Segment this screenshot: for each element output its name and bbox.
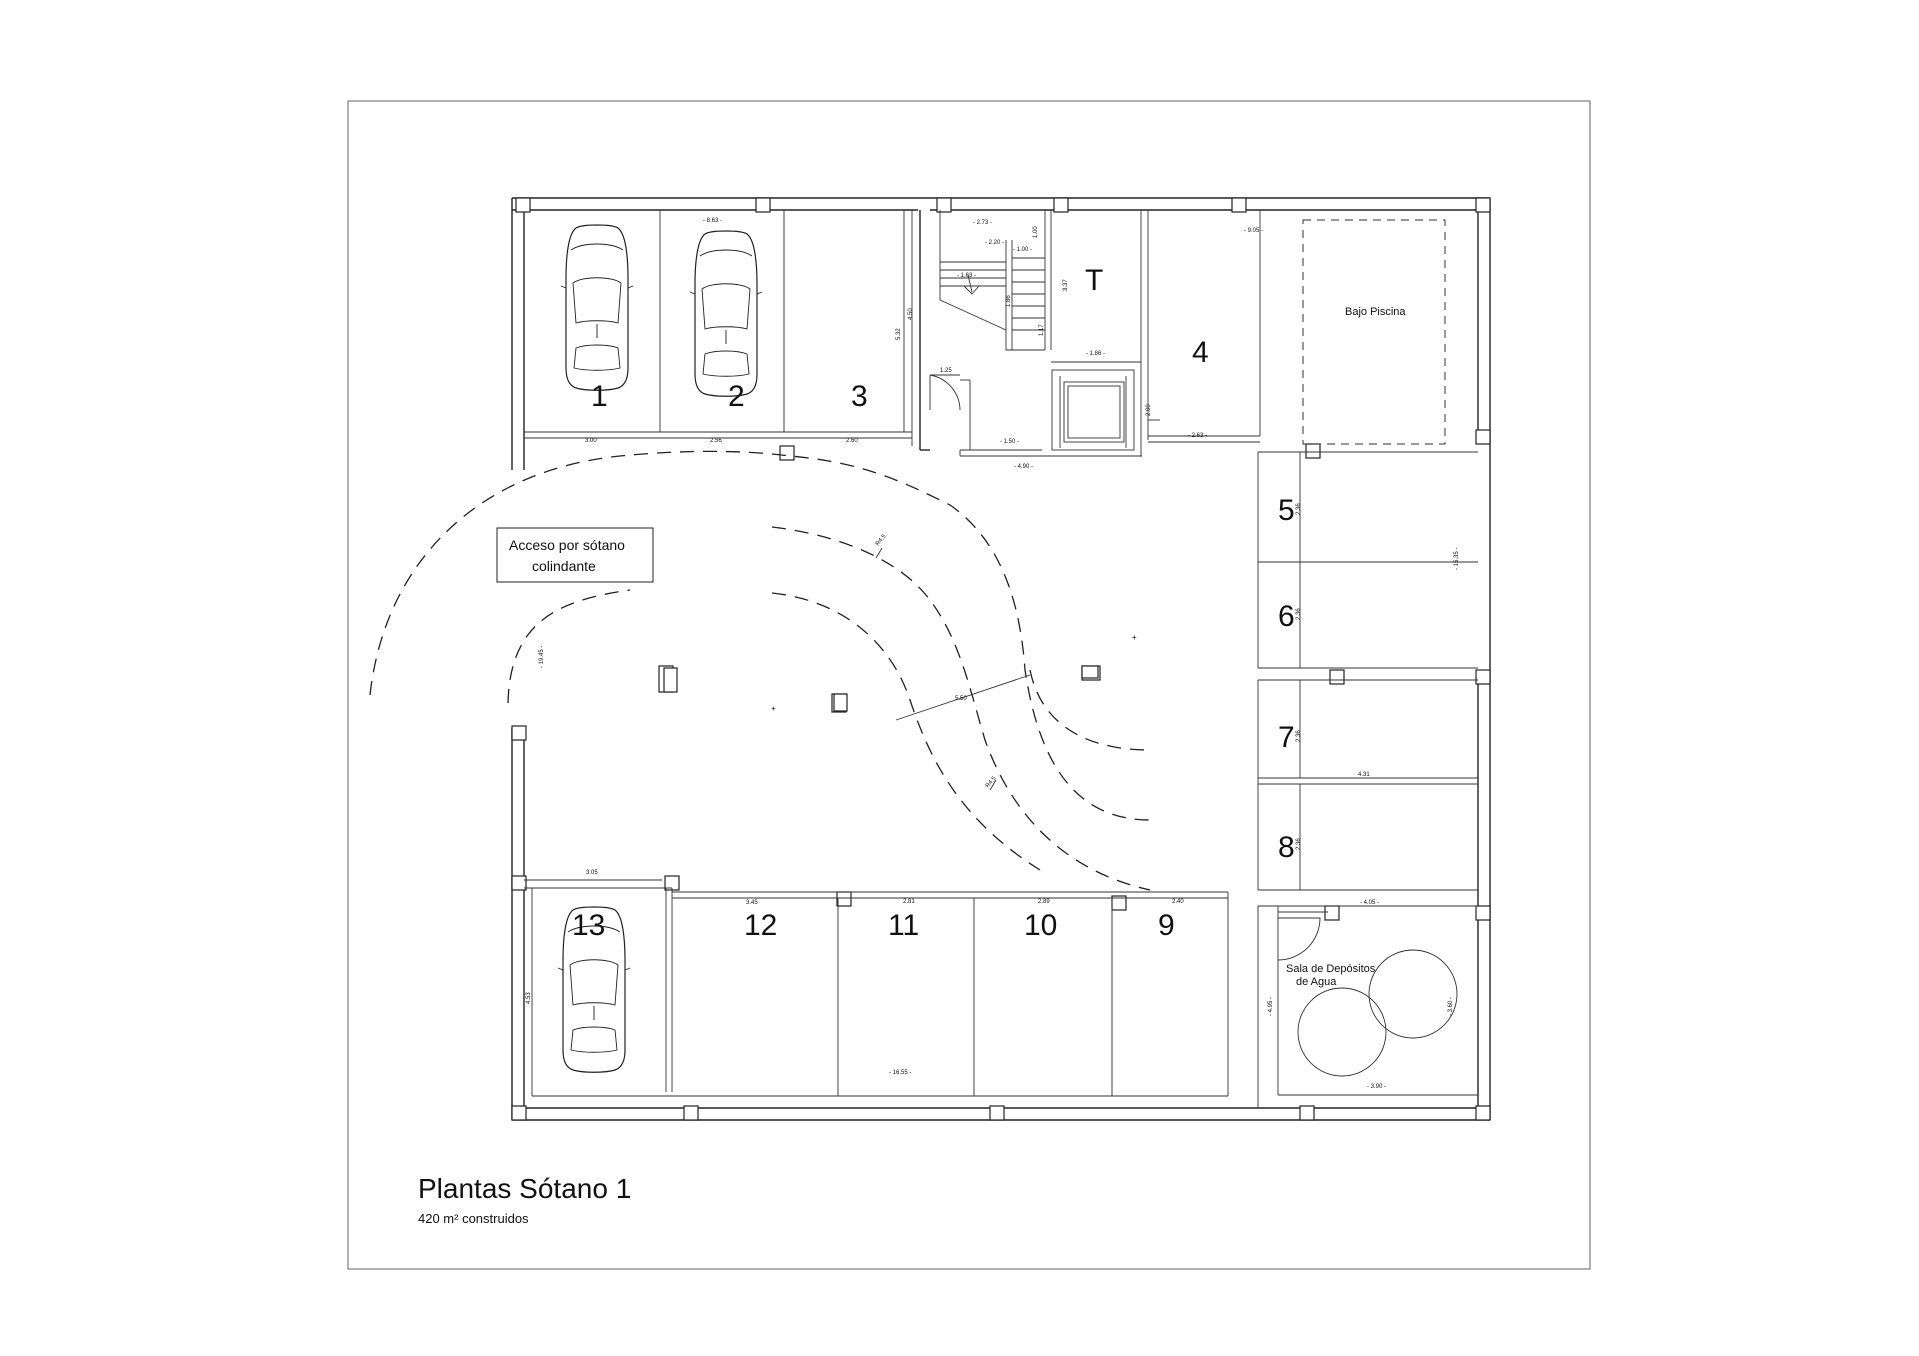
space-11-label: 11 xyxy=(888,909,919,942)
space-1-label: 1 xyxy=(591,380,608,413)
space-4-label: 4 xyxy=(1192,336,1209,369)
water-room-label-1: Sala de Depósitos xyxy=(1286,963,1376,975)
dim-core-w: - 4.90 - xyxy=(1014,464,1033,470)
top-parking xyxy=(524,210,913,446)
dim-stair-e: - 1.63 - xyxy=(957,273,976,279)
dim-stair-h: 3.37 xyxy=(1063,279,1069,291)
dim-bottom-e: 2.40 xyxy=(1172,899,1184,905)
water-room-label-2: de Agua xyxy=(1296,976,1337,988)
dim-lift-h: 2.00 xyxy=(1146,404,1152,416)
svg-text:+: + xyxy=(771,704,776,713)
dim-stair-a: - 2.73 - xyxy=(973,220,992,226)
dim-top-c: 2.60 xyxy=(846,438,858,444)
stair-core xyxy=(919,210,1142,457)
space-10-label: 10 xyxy=(1024,909,1057,942)
pool-area xyxy=(1302,219,1446,445)
dim-top-depth: 4.50 xyxy=(908,308,914,320)
dim-tank-d: - 3.60 - xyxy=(1448,997,1454,1016)
dim-bottom-c: 2.81 xyxy=(903,899,915,905)
space-6-label: 6 xyxy=(1278,600,1295,633)
dim-sp6: 2.36 xyxy=(1296,608,1302,620)
dim-right-w: 4.31 xyxy=(1358,772,1370,778)
dim-stair-f: 1.86 xyxy=(1006,295,1012,307)
dim-stair-b: - 2.20 - xyxy=(985,240,1004,246)
access-note-box xyxy=(496,527,654,583)
pillar xyxy=(663,667,678,693)
dim-water-w: - 3.90 - xyxy=(1367,1084,1386,1090)
dim-bottom-depth: 4.53 xyxy=(526,992,532,1004)
water-tank-1 xyxy=(1297,987,1387,1077)
space-9-label: 9 xyxy=(1158,909,1175,942)
dim-sp5: 2.36 xyxy=(1296,503,1302,515)
columns xyxy=(511,197,1491,1121)
ramp-paths xyxy=(369,450,1151,891)
pillar xyxy=(1081,665,1099,679)
dim-lift-w: - 1.86 - xyxy=(1086,351,1105,357)
space-5-label: 5 xyxy=(1278,494,1295,527)
space-3-label: 3 xyxy=(851,380,868,413)
svg-text:+: + xyxy=(1132,633,1137,642)
dim-stair-g: 1.17 xyxy=(1039,324,1045,336)
space-8-label: 8 xyxy=(1278,831,1295,864)
stair-t-label: T xyxy=(1085,264,1103,297)
sheet-border xyxy=(347,100,1591,1270)
dim-access-depth: - 19.45 - xyxy=(539,646,545,668)
stair-treads xyxy=(940,257,1045,331)
dim-stair-d: 1.00 xyxy=(1033,226,1039,238)
dim-right-depth: - 15.35 - xyxy=(1454,548,1460,570)
access-note-line-1: Acceso por sótano xyxy=(509,537,625,553)
space-13-label: 13 xyxy=(572,909,605,942)
right-parking xyxy=(1257,451,1478,891)
dim-top-total: - 8.63 - xyxy=(703,218,722,224)
dim-top-a: 3.00 xyxy=(585,438,597,444)
dim-door: 1.25 xyxy=(940,368,952,374)
plan-title: Plantas Sótano 1 xyxy=(418,1173,631,1204)
outer-walls xyxy=(511,197,1491,1121)
access-note-line-2: colindante xyxy=(532,558,596,574)
water-tank-2 xyxy=(1368,949,1458,1039)
dim-top-depth2: 5.32 xyxy=(896,328,902,340)
dim-right-w2: - 4.05 - xyxy=(1360,900,1379,906)
pool-label: Bajo Piscina xyxy=(1345,306,1406,318)
dim-bottom-b: 3.45 xyxy=(746,900,758,906)
car-2-icon xyxy=(689,230,763,397)
dim-top-b: 2.56 xyxy=(710,438,722,444)
dim-sp8: 2.36 xyxy=(1296,838,1302,850)
dim-sp7: 2.36 xyxy=(1296,730,1302,742)
dim-right-top: - 9.05 - xyxy=(1244,228,1263,234)
dim-bottom-d: 2.89 xyxy=(1038,899,1050,905)
space-12-label: 12 xyxy=(744,909,777,942)
plan-subtitle: 420 m² construidos xyxy=(418,1211,529,1226)
dim-ramp-r1: R4.5 xyxy=(875,533,888,547)
space-2-label: 2 xyxy=(728,380,745,413)
dim-bottom-total: - 16.55 - xyxy=(889,1070,911,1076)
dimension-labels: - 8.63 - 3.00 2.56 2.60 4.50 5.32 1.25 -… xyxy=(526,218,1460,1090)
dim-water-h: - 4.95 - xyxy=(1268,997,1274,1016)
space-7-label: 7 xyxy=(1278,721,1295,754)
dim-bottom-a: 3.05 xyxy=(586,870,598,876)
space-4-outline xyxy=(1147,210,1261,443)
lift-shaft xyxy=(1051,369,1135,451)
car-1-icon xyxy=(560,224,634,391)
water-tank-room xyxy=(1257,905,1478,1108)
dim-stair-base: - 1.50 - xyxy=(1000,439,1019,445)
dim-ramp-w: 5.50 xyxy=(955,696,967,702)
dim-stair-c: - 1.00 - xyxy=(1013,247,1032,253)
dim-sp4-w: - 2.63 - xyxy=(1188,433,1207,439)
space-numbers: 1 2 3 4 5 6 7 8 9 10 11 12 13 T xyxy=(572,264,1295,942)
bottom-parking xyxy=(524,879,1229,1097)
pillar xyxy=(833,693,848,712)
